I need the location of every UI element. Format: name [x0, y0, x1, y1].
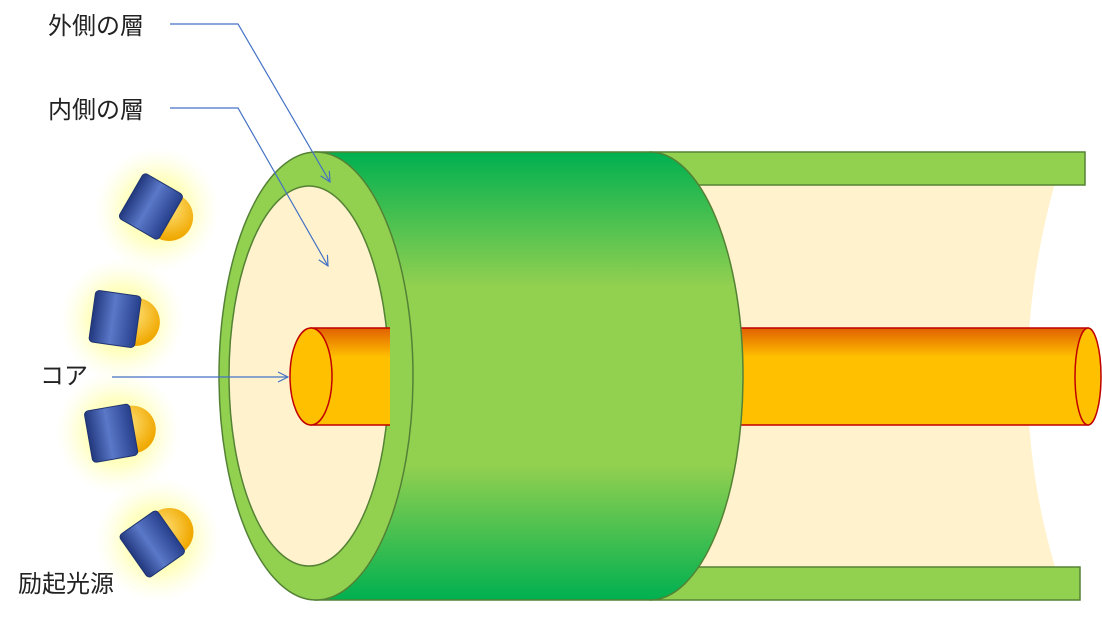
pump-light-source-icon	[95, 148, 219, 272]
pump-light-source-icon	[56, 370, 180, 494]
pump-body	[119, 510, 185, 578]
pump-body	[88, 290, 142, 348]
outer-layer-label: 外側の層	[48, 12, 144, 40]
outer-layer-strip-bottom	[649, 566, 1081, 601]
pump-source-label: 励起光源	[18, 570, 114, 598]
core-label: コア	[40, 362, 88, 390]
outer-layer-cylinder	[314, 151, 744, 601]
inner-layer-leader	[170, 107, 328, 266]
core-face	[289, 327, 333, 426]
outer-layer-leader	[170, 23, 330, 182]
pump-body	[118, 173, 183, 240]
pump-light-source-icon	[60, 258, 184, 382]
pump-body	[84, 403, 139, 463]
outer-layer-strip-top	[649, 151, 1086, 186]
inner-layer-label: 内側の層	[48, 96, 144, 124]
pump-light-source-icon	[96, 478, 220, 602]
core-rod-end	[1074, 327, 1102, 426]
